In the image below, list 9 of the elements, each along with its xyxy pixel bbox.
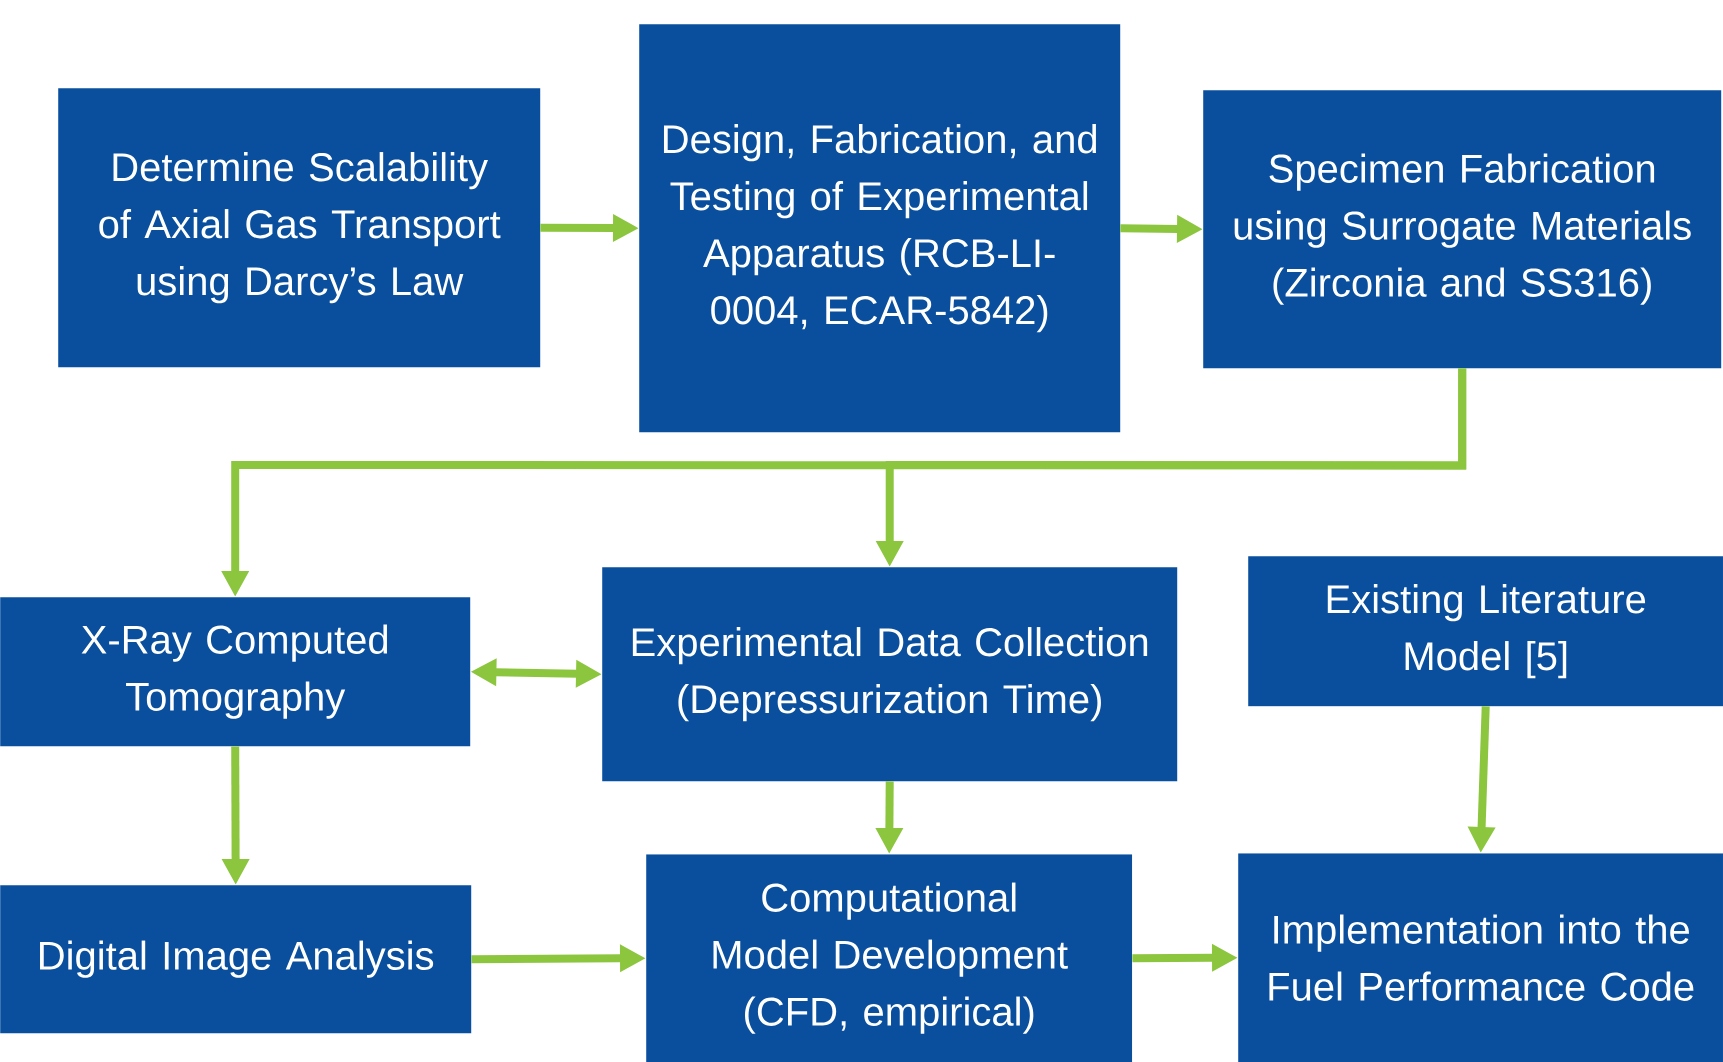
process-box: Determine Scalability of Axial Gas Transport using Darcy’s Law <box>58 88 541 368</box>
process-box: X-Ray Computed Tomography <box>0 597 471 747</box>
process-box: Experimental Data Collection (Depressurization Time) <box>602 567 1178 782</box>
process-box: Design, Fabrication, and Testing of Experimental Apparatus (RCB-LI-0004, ECAR-5842) <box>639 24 1121 433</box>
process-box: Digital Image Analysis <box>0 885 472 1034</box>
process-box: Specimen Fabrication using Surrogate Materials (Zirconia and SS316) <box>1203 90 1722 369</box>
process-box: Computational Model Development (CFD, empirical) <box>646 854 1133 1062</box>
process-box: Implementation into the Fuel Performance Code <box>1238 853 1723 1062</box>
process-box: Existing Literature Model [5] <box>1248 556 1723 707</box>
